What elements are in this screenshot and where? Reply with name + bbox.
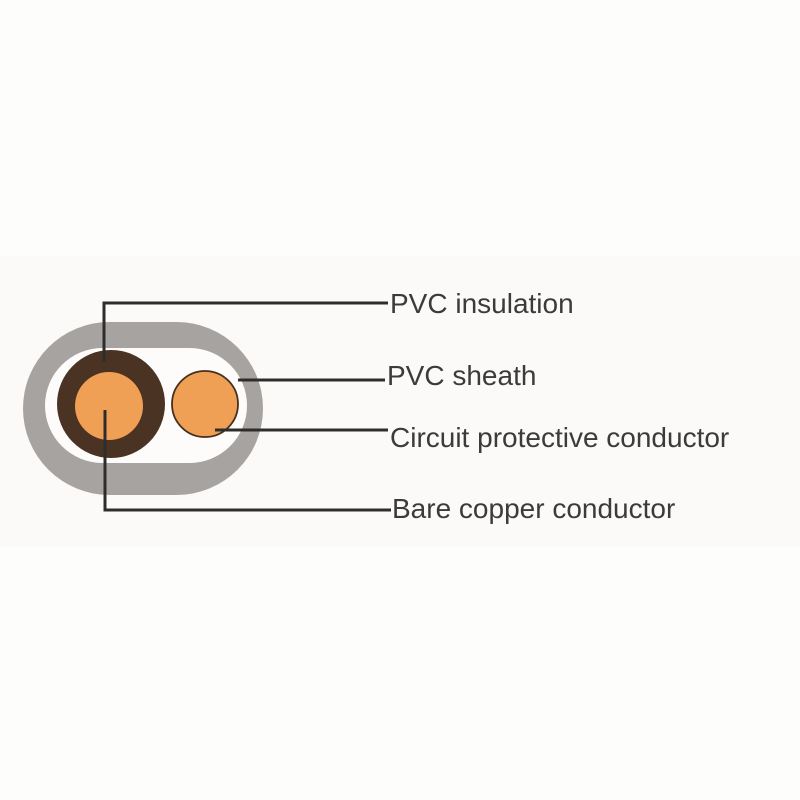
- callout-pvc-insulation: PVC insulation: [102, 288, 574, 362]
- leader-pvc-insulation: [102, 301, 388, 362]
- bare-copper-conductor-shape: [75, 372, 143, 440]
- circuit-protective-conductor-shape: [171, 370, 239, 438]
- callout-pvc-sheath: PVC sheath: [238, 360, 536, 391]
- leader-bare-copper-conductor: [103, 410, 391, 512]
- label-circuit-protective-conductor: Circuit protective conductor: [390, 422, 729, 453]
- callout-circuit-protective-conductor: Circuit protective conductor: [215, 422, 729, 453]
- label-pvc-sheath: PVC sheath: [387, 360, 536, 391]
- label-pvc-insulation: PVC insulation: [390, 288, 574, 319]
- callout-bare-copper-conductor: Bare copper conductor: [103, 410, 675, 524]
- label-bare-copper-conductor: Bare copper conductor: [392, 493, 675, 524]
